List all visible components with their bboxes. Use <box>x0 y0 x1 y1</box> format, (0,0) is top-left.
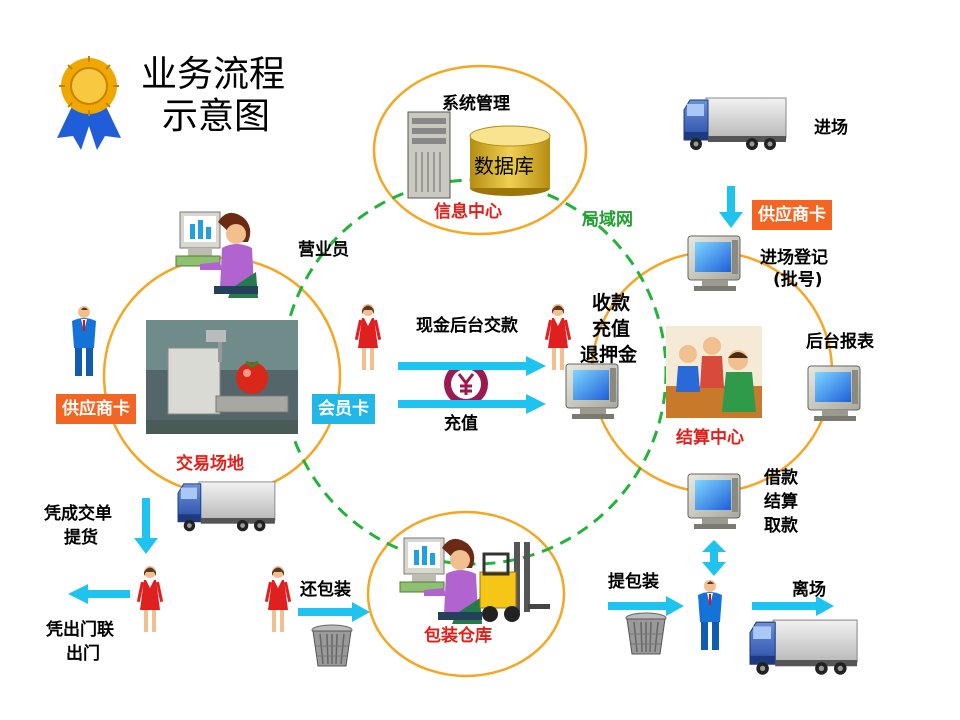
arrows <box>68 186 834 622</box>
pack-warehouse-label: 包装仓库 <box>424 626 492 646</box>
backend-report-monitor-icon <box>807 365 861 422</box>
loan-label-2: 结算 <box>764 492 798 512</box>
entry-register-monitor-icon <box>687 235 741 292</box>
info-center-ring <box>372 64 588 236</box>
leave-label: 离场 <box>792 580 826 600</box>
leave-truck-icon <box>749 619 858 676</box>
pickup-truck-icon <box>177 481 276 532</box>
lan-label: 局域网 <box>582 210 633 230</box>
pickup-label-1: 凭成交单 <box>44 504 112 524</box>
entry-label: 进场 <box>814 118 848 138</box>
pack-warehouse-ring <box>366 510 566 678</box>
ribbon-icon <box>57 56 121 150</box>
member-person-icon <box>354 304 382 370</box>
member-card: 会员卡 <box>312 394 375 424</box>
pickup-label-2: 提货 <box>64 528 98 548</box>
cashier-monitor-icon <box>565 363 619 420</box>
recharge-label: 充值 <box>444 414 478 434</box>
entry-truck-icon <box>683 97 787 151</box>
warehouse-clerk-icon <box>399 537 483 625</box>
take-bin-icon <box>625 612 667 655</box>
database-label: 数据库 <box>474 154 534 178</box>
settlement-staff-photo <box>666 326 762 418</box>
settlement-center-label: 结算中心 <box>676 428 744 448</box>
page-title-line1: 业务流程 <box>141 54 286 95</box>
clerk-label: 营业员 <box>298 240 349 260</box>
take-pack-person-icon <box>698 580 722 650</box>
exit-label-1: 凭出门联 <box>46 620 114 640</box>
exit-person-icon <box>136 566 164 632</box>
cashier-person-icon <box>544 304 572 370</box>
server-icon <box>407 111 451 199</box>
forklift-icon <box>479 542 550 622</box>
entry-register-label-2: (批号) <box>773 270 823 290</box>
database-icon <box>469 125 551 196</box>
supplier-card-right: 供应商卡 <box>752 200 832 230</box>
collect-label-3: 退押金 <box>580 344 638 366</box>
collect-label-2: 充值 <box>592 318 631 340</box>
scale-photo <box>146 320 298 434</box>
info-center-label: 信息中心 <box>434 202 502 222</box>
loan-label-1: 借款 <box>764 468 798 488</box>
return-bin-icon <box>311 624 353 667</box>
page-title-line2: 示意图 <box>162 96 271 137</box>
trading-venue-label: 交易场地 <box>176 454 244 474</box>
loan-label-3: 取款 <box>764 516 798 536</box>
collect-label-1: 收款 <box>592 292 631 314</box>
return-pack-label: 还包装 <box>300 580 351 600</box>
system-admin-label: 系统管理 <box>442 94 510 114</box>
supplier-person-icon <box>72 306 96 376</box>
entry-register-label-1: 进场登记 <box>760 248 828 268</box>
loan-monitor-icon <box>687 473 741 530</box>
backend-report-label: 后台报表 <box>806 332 874 352</box>
return-pack-person-icon <box>264 566 292 632</box>
supplier-card-left: 供应商卡 <box>56 394 136 424</box>
clerk-at-computer-icon <box>175 211 259 299</box>
cash-pay-label: 现金后台交款 <box>416 316 518 336</box>
take-pack-label: 提包装 <box>608 572 659 592</box>
yuan-coin-icon <box>444 362 488 406</box>
exit-label-2: 出门 <box>66 644 100 664</box>
